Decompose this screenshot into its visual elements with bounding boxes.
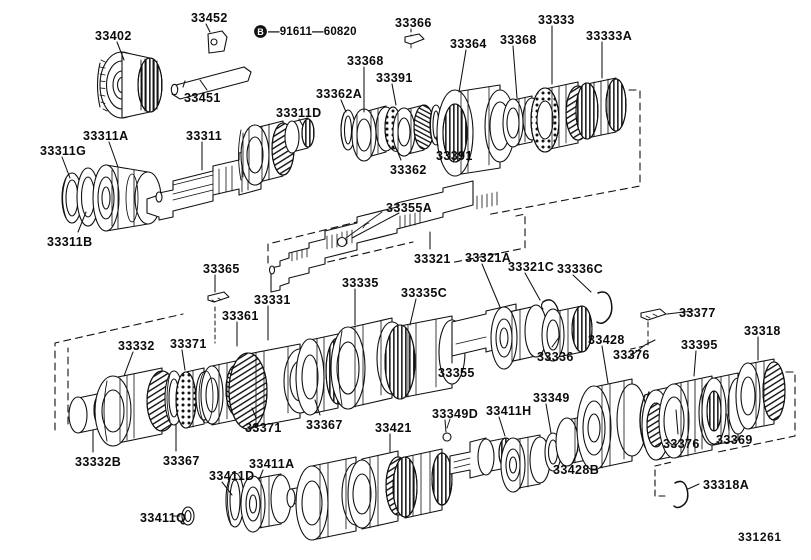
part-33311	[146, 147, 262, 221]
part-33391-a	[392, 104, 435, 157]
part-label-33452[interactable]: 33452	[191, 11, 228, 25]
part-label-33311A[interactable]: 33311A	[83, 129, 129, 143]
part-label-33311B[interactable]: 33311B	[47, 235, 93, 249]
bracket-33318-right	[717, 371, 796, 453]
part-33377	[640, 308, 667, 321]
part-33321A	[490, 304, 548, 370]
part-label-33321C[interactable]: 33321C	[508, 260, 555, 274]
part-label-33333[interactable]: 33333	[538, 13, 575, 27]
part-label-33421[interactable]: 33421	[375, 421, 412, 435]
figure-number: 331261	[738, 530, 782, 544]
part-33411H	[500, 434, 551, 493]
part-33402	[96, 51, 163, 119]
part-label-33411D[interactable]: 33411D	[209, 469, 255, 483]
part-label-33391[interactable]: 33391	[376, 71, 413, 85]
bolt-callout: B —91611—60820	[253, 24, 357, 39]
part-label-33318[interactable]: 33318	[744, 324, 781, 338]
part-label-33321A[interactable]: 33321A	[465, 251, 512, 265]
part-33336	[541, 305, 593, 362]
part-33452	[207, 30, 228, 54]
part-label-33376[interactable]: 33376	[613, 348, 650, 362]
leader-lines	[61, 23, 759, 517]
svg-text:B: B	[257, 27, 264, 37]
part-label-33411H[interactable]: 33411H	[486, 404, 532, 418]
part-33365	[207, 291, 230, 303]
part-33367-b	[228, 343, 317, 430]
part-label-33391[interactable]: 33391	[436, 149, 473, 163]
part-label-33368[interactable]: 33368	[500, 33, 537, 47]
part-label-33336[interactable]: 33336	[537, 350, 574, 364]
part-33366	[404, 33, 425, 49]
part-label-33336C[interactable]: 33336C	[557, 262, 604, 276]
bolt-part-number: —91611—60820	[268, 25, 357, 38]
part-label-33349D[interactable]: 33349D	[432, 407, 479, 421]
part-33336C	[596, 291, 613, 325]
bracket-countershaft	[267, 207, 526, 274]
part-label-33364[interactable]: 33364	[450, 37, 487, 51]
part-label-33395[interactable]: 33395	[681, 338, 718, 352]
part-33332	[94, 367, 178, 447]
part-label-33402[interactable]: 33402	[95, 29, 132, 43]
part-label-33361[interactable]: 33361	[222, 309, 259, 323]
part-label-33311G[interactable]: 33311G	[40, 144, 87, 158]
part-label-33428B[interactable]: 33428B	[553, 463, 600, 477]
part-33411A	[240, 473, 292, 533]
part-33331	[295, 333, 351, 416]
part-33333	[530, 81, 591, 153]
bracket-countergears	[54, 313, 184, 431]
part-33311D	[284, 117, 315, 154]
part-33333A	[575, 77, 627, 140]
part-label-33371[interactable]: 33371	[245, 421, 282, 435]
part-label-33369[interactable]: 33369	[716, 433, 753, 447]
part-33411Q	[181, 506, 195, 526]
part-label-33331[interactable]: 33331	[254, 293, 291, 307]
circle-b-icon: B	[254, 25, 267, 38]
part-label-33367[interactable]: 33367	[306, 418, 343, 432]
part-33318	[735, 358, 786, 430]
part-33362A	[340, 109, 356, 151]
part-label-33311D[interactable]: 33311D	[276, 106, 322, 120]
part-label-33318A[interactable]: 33318A	[703, 478, 750, 492]
part-33318A	[673, 480, 689, 509]
part-33311-hub	[238, 120, 295, 186]
part-label-33428[interactable]: 33428	[588, 333, 625, 347]
part-label-33332B[interactable]: 33332B	[75, 455, 122, 469]
part-33451	[170, 66, 252, 100]
part-33361	[198, 370, 214, 424]
part-label-33368[interactable]: 33368	[347, 54, 384, 68]
part-label-33349[interactable]: 33349	[533, 391, 570, 405]
part-label-33362[interactable]: 33362	[390, 163, 427, 177]
part-label-33335[interactable]: 33335	[342, 276, 379, 290]
part-33428	[576, 378, 648, 471]
part-label-33377[interactable]: 33377	[679, 306, 716, 320]
part-label-33311[interactable]: 33311	[186, 129, 223, 143]
part-label-33367[interactable]: 33367	[163, 454, 200, 468]
part-33321	[268, 180, 498, 293]
part-33335C	[384, 315, 466, 400]
part-label-33376[interactable]: 33376	[663, 437, 700, 451]
part-label-33365[interactable]: 33365	[203, 262, 240, 276]
part-label-33321[interactable]: 33321	[414, 252, 451, 266]
part-label-33366[interactable]: 33366	[395, 16, 432, 30]
part-label-33451[interactable]: 33451	[184, 91, 221, 105]
part-label-33411A[interactable]: 33411A	[249, 457, 295, 471]
part-33355A	[336, 211, 383, 248]
part-33411D	[225, 472, 245, 528]
part-33421	[295, 437, 538, 541]
bracket-33377	[626, 321, 649, 351]
part-33311A	[92, 164, 162, 232]
part-label-33332[interactable]: 33332	[118, 339, 155, 353]
bracket-upper-right	[485, 89, 641, 216]
part-33349D	[442, 418, 452, 442]
part-label-33355A[interactable]: 33355A	[386, 201, 433, 215]
part-label-33371[interactable]: 33371	[170, 337, 207, 351]
part-label-33362A[interactable]: 33362A	[316, 87, 363, 101]
part-label-33335C[interactable]: 33335C	[401, 286, 448, 300]
bracket-33318A	[654, 461, 673, 497]
part-label-33355[interactable]: 33355	[438, 366, 475, 380]
part-label-33333A[interactable]: 33333A	[586, 29, 633, 43]
part-label-33411Q[interactable]: 33411Q	[140, 511, 187, 525]
